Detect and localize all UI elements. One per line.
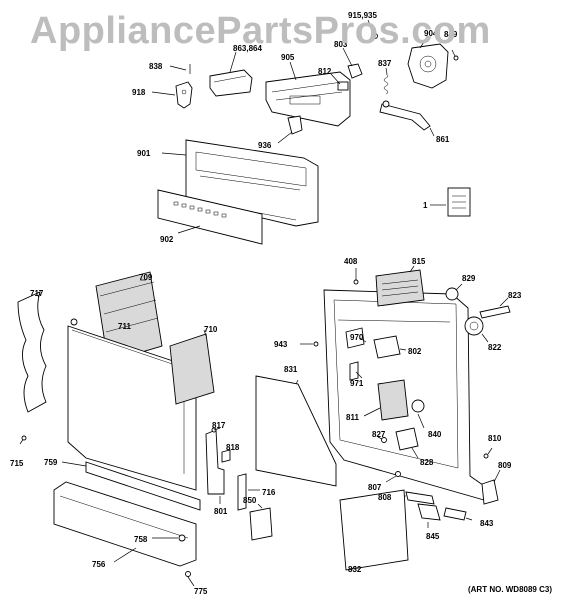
part-818 (221, 449, 231, 463)
part-811-detergent-cup (377, 379, 409, 421)
callout-915-935: 915,935 (348, 11, 377, 20)
part-709-insulation (95, 271, 163, 363)
callout-716: 716 (262, 488, 276, 497)
callout-840: 840 (428, 430, 442, 439)
callout-808: 808 (378, 493, 392, 502)
part-915-935 (367, 19, 375, 35)
part-943-screw (313, 341, 319, 347)
callout-905: 905 (281, 53, 295, 62)
callout-812: 812 (318, 67, 332, 76)
callout-822: 822 (488, 343, 502, 352)
part-831-panel (255, 375, 337, 487)
callout-831: 831 (284, 365, 298, 374)
part-812 (337, 81, 349, 91)
part-863-864 (209, 69, 253, 97)
callout-971: 971 (350, 379, 364, 388)
part-756-toe-kick (53, 481, 197, 567)
art-number: (ART NO. WD8089 C3) (467, 585, 552, 594)
callout-904: 904 (424, 29, 438, 38)
callout-717: 717 (30, 289, 44, 298)
callout-843: 843 (480, 519, 494, 528)
part-823-pin (479, 305, 511, 319)
part-918-bracket (175, 81, 193, 109)
callout-902: 902 (160, 235, 174, 244)
callout-710: 710 (204, 325, 218, 334)
callout-943: 943 (274, 340, 288, 349)
part-971 (349, 361, 359, 381)
callout-918: 918 (132, 88, 146, 97)
callout-756: 756 (92, 560, 106, 569)
callout-803: 803 (334, 40, 348, 49)
part-829-knob (445, 287, 459, 301)
callout-850: 850 (243, 496, 257, 505)
callout-408: 408 (344, 257, 358, 266)
part-810-screw (483, 453, 489, 459)
part-803 (347, 63, 363, 79)
callout-845: 845 (426, 532, 440, 541)
callout-758: 758 (134, 535, 148, 544)
callout-802: 802 (408, 347, 422, 356)
part-845 (417, 503, 441, 521)
callout-832: 832 (348, 565, 362, 574)
callout-838: 838 (149, 62, 163, 71)
part-904-actuator (407, 43, 449, 89)
callout-807: 807 (368, 483, 382, 492)
part-809-bracket (481, 479, 499, 505)
part-902-overlay (157, 189, 263, 245)
callout-801: 801 (214, 507, 228, 516)
callout-709: 709 (139, 273, 153, 282)
callout-817: 817 (212, 421, 226, 430)
part-801-hinge (205, 429, 225, 495)
callout-715: 715 (10, 459, 24, 468)
callout-815: 815 (412, 257, 426, 266)
watermark: AppliancePartsPros.com (30, 10, 491, 52)
part-758-screw (178, 534, 186, 542)
part-840 (411, 399, 425, 413)
part-843 (443, 507, 467, 521)
callout-810: 810 (488, 434, 502, 443)
callout-759: 759 (44, 458, 58, 467)
callout-818: 818 (226, 443, 240, 452)
part-827 (381, 437, 387, 443)
part-828 (395, 427, 419, 451)
part-775-screw (185, 571, 191, 577)
part-802 (373, 335, 401, 359)
callout-829: 829 (462, 274, 476, 283)
overlay-buttons (173, 201, 227, 218)
callout-849: 849 (444, 30, 458, 39)
callout-936: 936 (258, 141, 272, 150)
part-837-spring (383, 73, 389, 95)
part-710-insulation (169, 333, 215, 405)
part-970 (345, 327, 365, 349)
callout-827: 827 (372, 430, 386, 439)
callout-811: 811 (346, 413, 359, 422)
callout-labels: 838 918 863,864 905 915,935 803 812 837 … (10, 11, 522, 596)
callout-970: 970 (350, 333, 364, 342)
part-408-screw (353, 279, 359, 285)
callout-863-864: 863,864 (233, 44, 262, 53)
part-850 (249, 507, 273, 541)
part-822-gear (464, 316, 484, 336)
part-759-strip (85, 461, 201, 511)
part-832-panel (339, 489, 409, 571)
callout-901: 901 (137, 149, 151, 158)
callout-837: 837 (378, 59, 392, 68)
callout-809: 809 (498, 461, 512, 470)
part-808 (405, 491, 435, 505)
part-936 (287, 115, 303, 135)
callout-828: 828 (420, 458, 434, 467)
part-807 (395, 471, 401, 477)
part-861-latch (379, 103, 431, 131)
part-717-panel (17, 291, 47, 413)
callout-1: 1 (423, 201, 428, 210)
callout-861: 861 (436, 135, 450, 144)
part-905-control-board (265, 71, 351, 127)
callout-775: 775 (194, 587, 208, 596)
callout-823: 823 (508, 291, 522, 300)
callout-711: 711 (118, 322, 131, 331)
part-inner-door (323, 289, 491, 501)
part-716 (237, 473, 247, 511)
